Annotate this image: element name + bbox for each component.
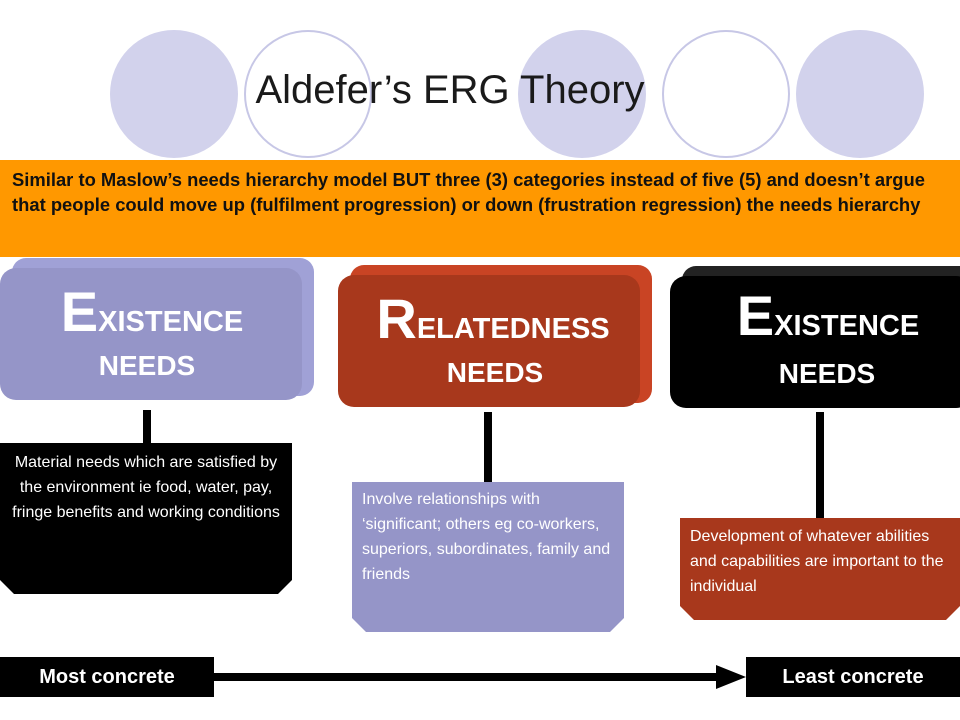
connector-line-1 [143, 410, 151, 444]
decor-circle-4 [662, 30, 790, 158]
category-heading-rest: XISTENCE [98, 306, 244, 338]
category-initial: E [60, 280, 99, 343]
category-heading: EXISTENCE [672, 288, 960, 344]
category-subheading: NEEDS [446, 357, 544, 388]
intro-banner: Similar to Maslow’s needs hierarchy mode… [0, 160, 960, 257]
category-relatedness-box: RELATEDNESS NEEDS [338, 265, 652, 407]
category-heading: RELATEDNESS [334, 291, 652, 347]
decor-circle-3 [518, 30, 646, 158]
decor-circle-1 [110, 30, 238, 158]
category-heading-rest: XISTENCE [774, 310, 920, 342]
growth-description: Development of whatever abilities and ca… [680, 518, 960, 620]
relatedness-description: Involve relationships with ‘significant;… [352, 482, 624, 632]
most-concrete-label: Most concrete [0, 657, 214, 697]
category-heading: EXISTENCE [0, 284, 314, 340]
category-subheading: NEEDS [98, 350, 196, 381]
connector-line-2 [484, 412, 492, 484]
least-concrete-label: Least concrete [746, 657, 960, 697]
decor-circle-2 [244, 30, 372, 158]
category-existence-box: EXISTENCE NEEDS [0, 258, 314, 400]
decor-circle-5 [796, 30, 924, 158]
connector-line-3 [816, 412, 824, 520]
category-initial: E [736, 284, 775, 347]
category-subheading: NEEDS [778, 358, 876, 389]
category-initial: R [376, 287, 417, 350]
concreteness-arrow [214, 665, 746, 689]
category-growth-box: EXISTENCE NEEDS [670, 266, 960, 408]
existence-description: Material needs which are satisfied by th… [0, 443, 292, 594]
category-heading-rest: ELATEDNESS [416, 313, 610, 345]
slide-title: Aldefer’s ERG Theory [255, 68, 645, 112]
